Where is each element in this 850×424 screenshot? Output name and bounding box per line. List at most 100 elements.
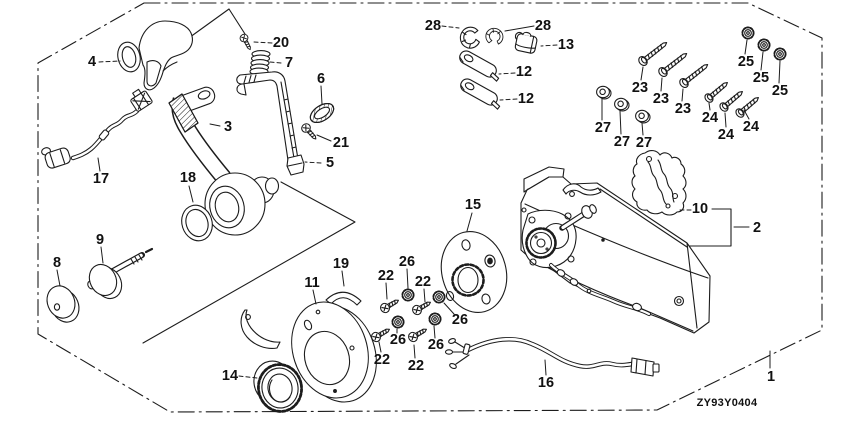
- leader-line-22: [378, 341, 382, 353]
- part-10-bracket: [631, 150, 687, 216]
- part-label-22: 22: [408, 358, 424, 374]
- explosion-line-center: [142, 181, 356, 344]
- part-2-control-box-housing: [520, 166, 711, 334]
- part-label-24: 24: [702, 110, 718, 126]
- part-14-gear-ring: [253, 360, 303, 413]
- leader-line-24: [708, 102, 711, 111]
- part-label-23: 23: [632, 80, 648, 96]
- part-label-27: 27: [636, 135, 652, 151]
- part-label-27: 27: [614, 134, 630, 150]
- part-label-22: 22: [378, 268, 394, 284]
- part-20-screw: [238, 32, 255, 52]
- diagram-code: ZY93Y0404: [697, 397, 758, 409]
- part-label-1: 1: [767, 369, 775, 385]
- part-label-3: 3: [224, 119, 232, 135]
- part-4-handle-grip: [117, 20, 193, 91]
- part-15-mount-plate: [440, 230, 508, 314]
- part-11-friction-plate: [291, 301, 377, 403]
- leader-line-5: [304, 161, 322, 164]
- part-6-grommet: [309, 102, 335, 124]
- leader-line-17: [97, 157, 101, 172]
- part-label-14: 14: [222, 368, 238, 384]
- part-12-holders: [456, 48, 505, 111]
- leader-line-24: [724, 112, 727, 128]
- leader-line-25: [760, 51, 764, 71]
- leader-line-7: [269, 61, 282, 64]
- part-label-23: 23: [653, 91, 669, 107]
- part-label-9: 9: [96, 232, 104, 248]
- part-label-11: 11: [304, 275, 319, 291]
- leader-line-12: [499, 98, 518, 101]
- part-label-10: 10: [692, 201, 708, 217]
- part-label-8: 8: [53, 255, 61, 271]
- leader-line-16: [544, 359, 547, 376]
- leader-line-11: [312, 289, 317, 305]
- part-label-28: 28: [425, 18, 441, 34]
- friction-shoe: [240, 309, 281, 349]
- leader-line-28: [504, 25, 535, 32]
- part-19-arc-shim: [325, 291, 362, 306]
- part-label-26: 26: [390, 332, 406, 348]
- leader-line-27: [641, 122, 644, 136]
- leader-line-23: [660, 77, 663, 92]
- part-label-19: 19: [333, 256, 349, 272]
- part-label-23: 23: [675, 101, 691, 117]
- part-label-22: 22: [415, 274, 431, 290]
- part-label-18: 18: [180, 170, 196, 186]
- leader-line-19: [341, 270, 345, 287]
- part-label-21: 21: [333, 135, 349, 151]
- part-label-13: 13: [558, 37, 574, 53]
- part-5-shift-rod: [236, 71, 305, 176]
- leader-line-6: [320, 85, 323, 105]
- part-label-25: 25: [738, 54, 754, 70]
- part-label-25: 25: [753, 70, 769, 86]
- part-label-5: 5: [326, 155, 334, 171]
- leader-line-20: [253, 41, 273, 44]
- leader-line-22: [413, 344, 416, 359]
- part-label-22: 22: [374, 352, 390, 368]
- leader-line-13: [540, 44, 558, 47]
- part-label-26: 26: [452, 312, 468, 328]
- part-label-17: 17: [93, 171, 109, 187]
- leader-line-26: [433, 325, 436, 339]
- part-label-28: 28: [535, 18, 551, 34]
- leader-line-12: [498, 72, 516, 75]
- part-label-2: 2: [753, 220, 761, 236]
- explosion-line-top: [185, 8, 246, 41]
- part-label-26: 26: [428, 337, 444, 353]
- part-13-clamp: [514, 31, 538, 54]
- part-3-control-lever: [168, 86, 280, 236]
- leader-line-4: [98, 60, 121, 63]
- leader-line-14: [238, 375, 258, 379]
- part-18-o-ring: [181, 204, 213, 242]
- leader-line-26: [406, 268, 409, 289]
- part-label-24: 24: [743, 119, 759, 135]
- leader-line-3: [209, 123, 221, 127]
- leader-line-24: [743, 109, 750, 120]
- part-label-24: 24: [718, 127, 734, 143]
- leader-line-25: [744, 39, 748, 55]
- part-17-switch-harness: [41, 88, 153, 169]
- part-label-12: 12: [518, 91, 534, 107]
- part-28-clips: [458, 25, 507, 51]
- leader-line-26: [443, 302, 455, 315]
- part-label-20: 20: [273, 35, 289, 51]
- part-23-screws: [636, 38, 712, 90]
- part-7-spring: [249, 50, 271, 76]
- leader-line-23: [640, 66, 644, 81]
- leader-line-22: [385, 282, 388, 300]
- leader-line-28: [441, 25, 460, 29]
- part-9-adjuster-shaft: [87, 247, 154, 300]
- assembly-2-bracket: [678, 208, 732, 247]
- part-label-25: 25: [772, 83, 788, 99]
- leader-line-22: [423, 288, 426, 303]
- leader-line-8: [56, 269, 61, 287]
- leader-line-18: [188, 185, 194, 203]
- part-label-27: 27: [595, 120, 611, 136]
- part-label-12: 12: [516, 64, 532, 80]
- part-label-4: 4: [88, 54, 96, 70]
- leader-line-25: [778, 60, 781, 84]
- part-label-6: 6: [317, 71, 325, 87]
